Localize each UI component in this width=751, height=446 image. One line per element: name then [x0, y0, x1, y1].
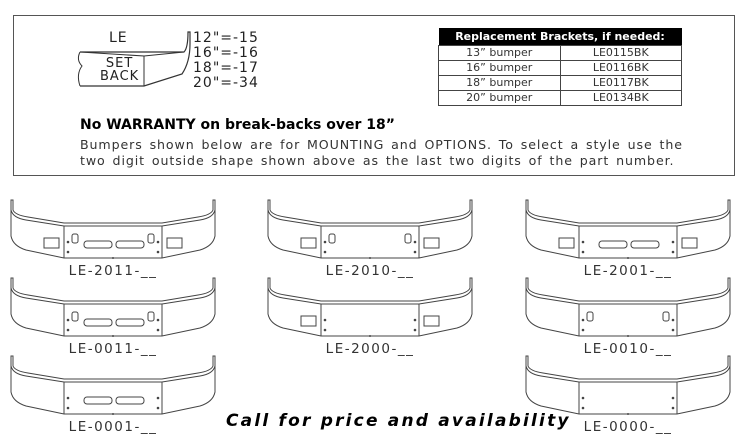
- part-number: LE-2010-__: [325, 263, 415, 279]
- code-row: 16"=-16: [193, 45, 259, 61]
- call-to-action: Call for price and availability: [226, 411, 571, 431]
- bumper-drawing: [8, 198, 218, 260]
- bumper-icon: [525, 199, 731, 259]
- bumper-drawing: [523, 276, 733, 338]
- warranty-notice: No WARRANTY on break-backs over 18”: [80, 117, 395, 133]
- setback-codes: 12"=-15 16"=-16 18"=-17 20"=-34: [193, 31, 259, 91]
- description-line-2: two digit outside shape shown above as t…: [80, 153, 675, 168]
- bumper-drawing: [523, 198, 733, 260]
- brackets-table-header: Replacement Brackets, if needed:: [438, 28, 682, 46]
- bumper-icon: [525, 355, 731, 415]
- bumper-icon: [525, 277, 731, 337]
- info-box: [13, 15, 735, 176]
- description-line-1: Bumpers shown below are for MOUNTING and…: [80, 137, 683, 152]
- part-number: LE-2001-__: [583, 263, 673, 279]
- bumper-icon: [267, 277, 473, 337]
- bumper-icon: [10, 199, 216, 259]
- part-number: LE-0001-__: [68, 419, 158, 435]
- bumper-drawing: [265, 276, 475, 338]
- setback-line-1: SET: [105, 56, 134, 71]
- setback-label: SET BACK: [100, 57, 139, 83]
- bumper-drawing: [8, 276, 218, 338]
- part-number: LE-2000-__: [325, 341, 415, 357]
- part-number: LE-2011-__: [68, 263, 158, 279]
- bumper-drawing: [265, 198, 475, 260]
- bumper-icon: [10, 355, 216, 415]
- description: Bumpers shown below are for MOUNTING and…: [80, 137, 683, 169]
- code-row: 18"=-17: [193, 60, 259, 76]
- setback-diagram-icon: [77, 31, 191, 87]
- bumper-icon: [267, 199, 473, 259]
- setback-line-2: BACK: [100, 69, 140, 84]
- le-label: LE: [109, 30, 128, 46]
- bumper-drawing: [523, 354, 733, 416]
- part-number: LE-0000-__: [583, 419, 673, 435]
- brackets-table: Replacement Brackets, if needed: 13” bum…: [438, 28, 682, 106]
- code-row: 20"=-34: [193, 75, 259, 91]
- part-number: LE-0010-__: [583, 341, 673, 357]
- code-row: 12"=-15: [193, 30, 259, 46]
- bumper-drawing: [8, 354, 218, 416]
- bumper-icon: [10, 277, 216, 337]
- part-number: LE-0011-__: [68, 341, 158, 357]
